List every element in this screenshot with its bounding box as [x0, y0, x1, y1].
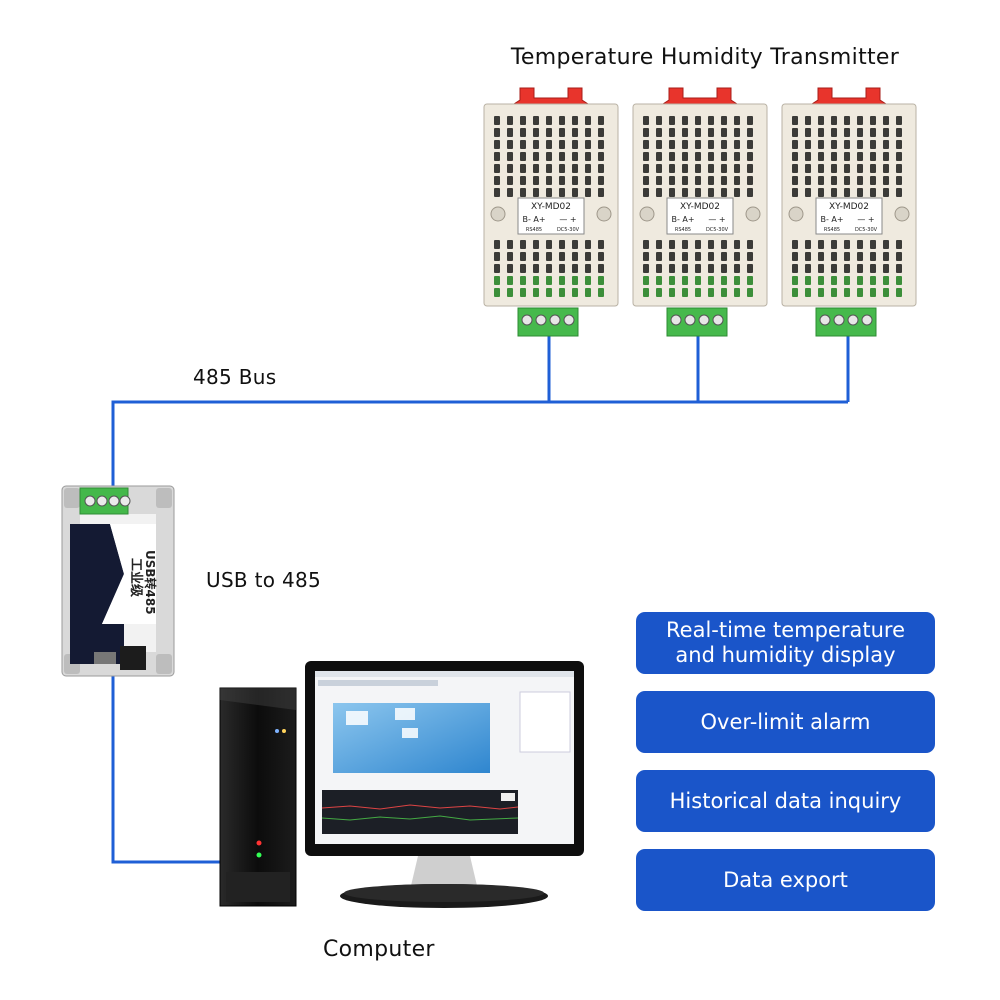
feature-label: Historical data inquiry: [669, 788, 902, 813]
usb-485-converter: 工业级 USB转485: [61, 485, 175, 677]
screw-hole: [788, 206, 804, 222]
terminal-screw: [833, 314, 845, 326]
feature-label: Real-time temperature and humidity displ…: [666, 618, 905, 667]
power-terminal-text: — +: [857, 215, 874, 224]
mounting-clip: [512, 87, 590, 105]
screw-hole: [490, 206, 506, 222]
power-terminal-text: — +: [708, 215, 725, 224]
power-terminal-text: — +: [559, 215, 576, 224]
screw-hole: [745, 206, 761, 222]
terminal-screw: [670, 314, 682, 326]
transmitter-unit: XY-MD02 B- A+ — + RS485 DC5-30V: [632, 87, 768, 337]
transmitter-unit: XY-MD02 B- A+ — + RS485 DC5-30V: [781, 87, 917, 337]
model-text: XY-MD02: [680, 202, 720, 212]
bus-label: 485 Bus: [193, 365, 277, 389]
bus-sub-text: RS485: [675, 227, 691, 233]
model-text: XY-MD02: [531, 202, 571, 212]
power-sub-text: DC5-30V: [706, 227, 729, 233]
power-sub-text: DC5-30V: [557, 227, 580, 233]
terminal-screw: [684, 314, 696, 326]
computer-tower: [219, 687, 297, 907]
terminal-screw: [847, 314, 859, 326]
terminal-screw: [535, 314, 547, 326]
terminal-screw: [549, 314, 561, 326]
bus-wiring: [111, 336, 850, 864]
feature-label: Data export: [723, 867, 848, 892]
model-label-panel: [517, 197, 585, 235]
screw-hole: [639, 206, 655, 222]
terminal-screw: [712, 314, 724, 326]
terminal-screw: [563, 314, 575, 326]
computer-monitor: [305, 661, 584, 908]
model-label-panel: [666, 197, 734, 235]
terminal-screw: [698, 314, 710, 326]
feature-realtime-display: Real-time temperature and humidity displ…: [636, 612, 935, 674]
terminal-screw: [861, 314, 873, 326]
transmitter-title: Temperature Humidity Transmitter: [510, 45, 900, 70]
bus-terminal-text: B- A+: [671, 215, 694, 224]
converter-label: USB to 485: [206, 568, 322, 592]
svg-text:工业级: 工业级: [128, 558, 144, 598]
bus-sub-text: RS485: [526, 227, 542, 233]
mounting-clip: [661, 87, 739, 105]
feature-data-export: Data export: [636, 849, 935, 911]
terminal-screw: [521, 314, 533, 326]
screw-hole: [596, 206, 612, 222]
mounting-clip: [810, 87, 888, 105]
feature-historical-data: Historical data inquiry: [636, 770, 935, 832]
bus-terminal-text: B- A+: [522, 215, 545, 224]
terminal-screw: [819, 314, 831, 326]
screw-hole: [894, 206, 910, 222]
power-sub-text: DC5-30V: [855, 227, 878, 233]
transmitter-group: XY-MD02 B- A+ — + RS485 DC5-30V XY-MD02 B- A+ —…: [483, 87, 917, 337]
transmitter-unit: XY-MD02 B- A+ — + RS485 DC5-30V: [483, 87, 619, 337]
bus-sub-text: RS485: [824, 227, 840, 233]
computer-label: Computer: [323, 937, 435, 962]
model-label-panel: [815, 197, 883, 235]
feature-over-limit-alarm: Over-limit alarm: [636, 691, 935, 753]
feature-label: Over-limit alarm: [700, 709, 871, 734]
model-text: XY-MD02: [829, 202, 869, 212]
bus-terminal-text: B- A+: [820, 215, 843, 224]
svg-text:USB转485: USB转485: [143, 550, 158, 615]
